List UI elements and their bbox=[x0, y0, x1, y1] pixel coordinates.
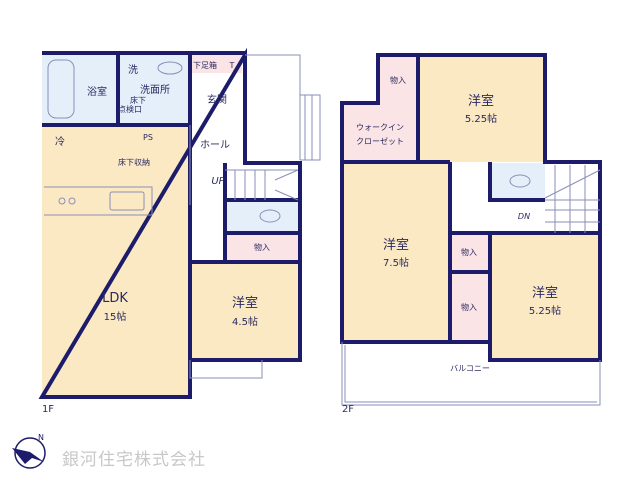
western-c-size: 5.25帖 bbox=[529, 304, 561, 317]
kitchen-counter bbox=[44, 186, 153, 216]
sink-icon bbox=[109, 191, 145, 211]
wic-label-1: ウォークイン bbox=[356, 123, 404, 132]
shoe-box-label: 下足箱 bbox=[193, 60, 217, 70]
balcony-label: バルコニー bbox=[450, 364, 490, 373]
western-a-size: 5.25帖 bbox=[465, 112, 497, 125]
bathtub-icon bbox=[47, 59, 75, 119]
storage-low-label: 物入 bbox=[461, 302, 477, 312]
entrance-label: 玄関 bbox=[207, 93, 227, 106]
toilet-2f bbox=[490, 163, 545, 200]
underfloor-label: 床下 bbox=[130, 95, 146, 105]
storage-top-label: 物入 bbox=[390, 75, 406, 85]
western-1f-size: 4.5帖 bbox=[232, 315, 258, 328]
western-b-label: 洋室 bbox=[383, 237, 409, 253]
storage-1f-label: 物入 bbox=[254, 242, 270, 252]
storage-mid-label: 物入 bbox=[461, 247, 477, 257]
stairs-2f bbox=[544, 165, 601, 233]
western-room-1f bbox=[190, 262, 298, 360]
compass-logo-icon: N bbox=[12, 433, 46, 469]
storage-1f bbox=[225, 233, 298, 260]
storage-top-2f bbox=[378, 55, 418, 103]
washroom-label: 洗面所 bbox=[140, 84, 170, 96]
storage-low-2f bbox=[450, 274, 488, 342]
stairs-1f bbox=[189, 54, 321, 379]
toilet-1f bbox=[225, 200, 298, 233]
walk-in-closet bbox=[342, 103, 418, 162]
ps-label: PS bbox=[143, 133, 153, 142]
walls-1f bbox=[38, 47, 302, 399]
western-a-label: 洋室 bbox=[468, 93, 494, 109]
shoe-box-t-label: T bbox=[229, 61, 235, 70]
western-b-size: 7.5帖 bbox=[383, 256, 409, 269]
wash-basin-icon bbox=[157, 61, 183, 75]
stove-icon bbox=[68, 197, 76, 205]
western-a bbox=[418, 55, 545, 162]
floor2-label: 2F bbox=[342, 404, 354, 415]
bath-room bbox=[42, 53, 118, 125]
washroom bbox=[118, 53, 190, 125]
toilet-icon bbox=[509, 174, 531, 188]
underfloor-storage-label: 床下収納 bbox=[118, 157, 150, 167]
company-logo-text: 銀河住宅株式会社 bbox=[62, 450, 206, 470]
shoe-box bbox=[190, 55, 242, 73]
balcony-outline bbox=[341, 342, 601, 406]
western-c bbox=[490, 235, 600, 360]
western-b bbox=[342, 162, 450, 342]
western-1f-label: 洋室 bbox=[232, 295, 258, 311]
bath-label: 浴室 bbox=[87, 85, 107, 98]
western-c-label: 洋室 bbox=[532, 285, 558, 301]
compass-n: N bbox=[38, 433, 44, 442]
stove-icon bbox=[58, 197, 66, 205]
dn-label: DN bbox=[518, 212, 530, 221]
toilet-icon bbox=[259, 209, 281, 223]
fridge-label: 冷 bbox=[55, 135, 65, 148]
floor1-label: 1F bbox=[42, 404, 54, 415]
inspection-label: 点検口 bbox=[118, 104, 142, 114]
wic-label-2: クローゼット bbox=[356, 136, 404, 146]
up-label: UP bbox=[211, 176, 225, 187]
washer-label: 洗 bbox=[128, 64, 138, 76]
storage-mid-2f bbox=[450, 233, 488, 270]
ldk-label: LDK bbox=[102, 291, 128, 306]
hall-label: ホール bbox=[200, 139, 230, 151]
ldk-size: 15帖 bbox=[104, 310, 127, 323]
